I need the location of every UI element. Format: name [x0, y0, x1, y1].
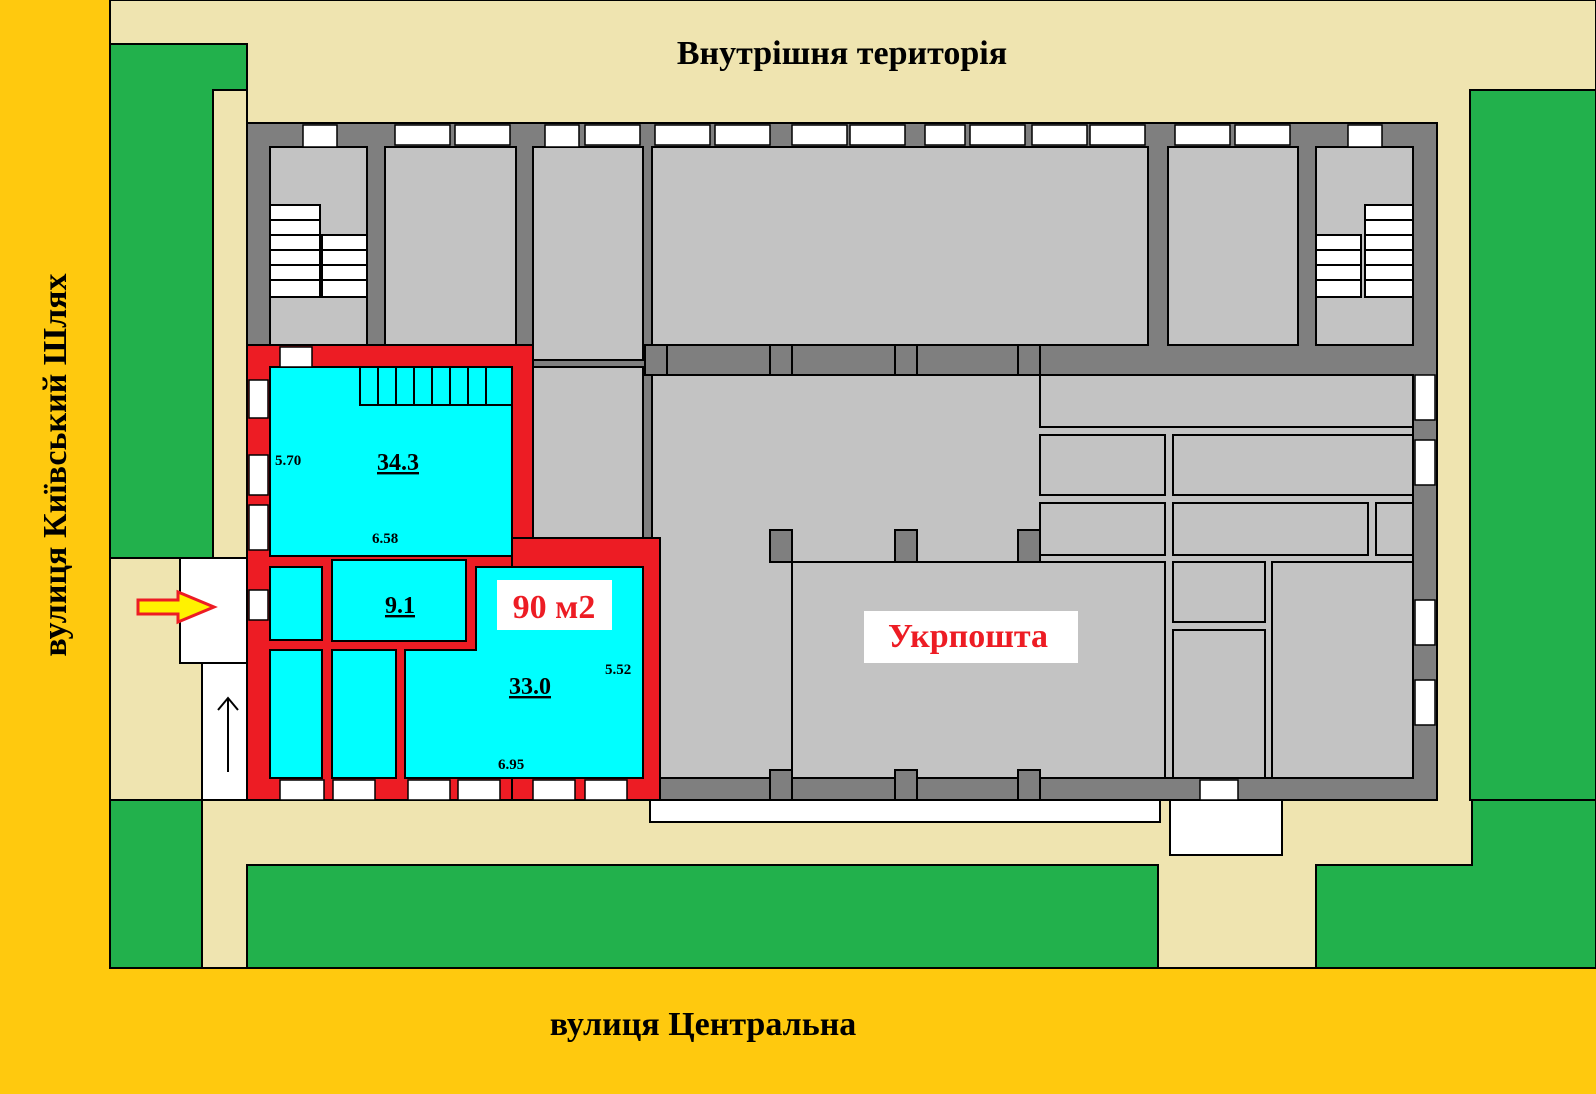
room-area-33: 33.0	[509, 674, 551, 700]
dimension-label: 6.95	[498, 757, 524, 773]
dimension-label: 5.52	[605, 662, 631, 678]
columns	[644, 344, 1041, 801]
lawns	[109, 43, 1596, 969]
left-street-label: вулиця Київський Шлях	[37, 273, 74, 656]
ramp	[201, 662, 248, 801]
total-area-badge	[497, 580, 612, 630]
top-area-label: Внутрішня територія	[677, 35, 1007, 72]
entrance-arrow-icon	[136, 589, 218, 625]
rear-walkway	[649, 799, 1161, 823]
tenant-label: Укрпошта	[888, 618, 1048, 655]
direction-arrow-icon	[217, 696, 239, 772]
dimension-label: 6.58	[372, 531, 398, 547]
room-area-9: 9.1	[385, 593, 415, 619]
dimension-label: 5.70	[275, 453, 301, 469]
room-area-34: 34.3	[377, 450, 419, 476]
rear-steps	[1169, 799, 1283, 856]
stairs-down-icon	[269, 204, 1414, 298]
side-path	[212, 89, 248, 559]
total-area-label: 90 м2	[513, 589, 596, 626]
windows	[302, 124, 1436, 801]
bottom-street-label: вулиця Центральна	[550, 1006, 857, 1043]
tenant-badge	[864, 611, 1078, 663]
